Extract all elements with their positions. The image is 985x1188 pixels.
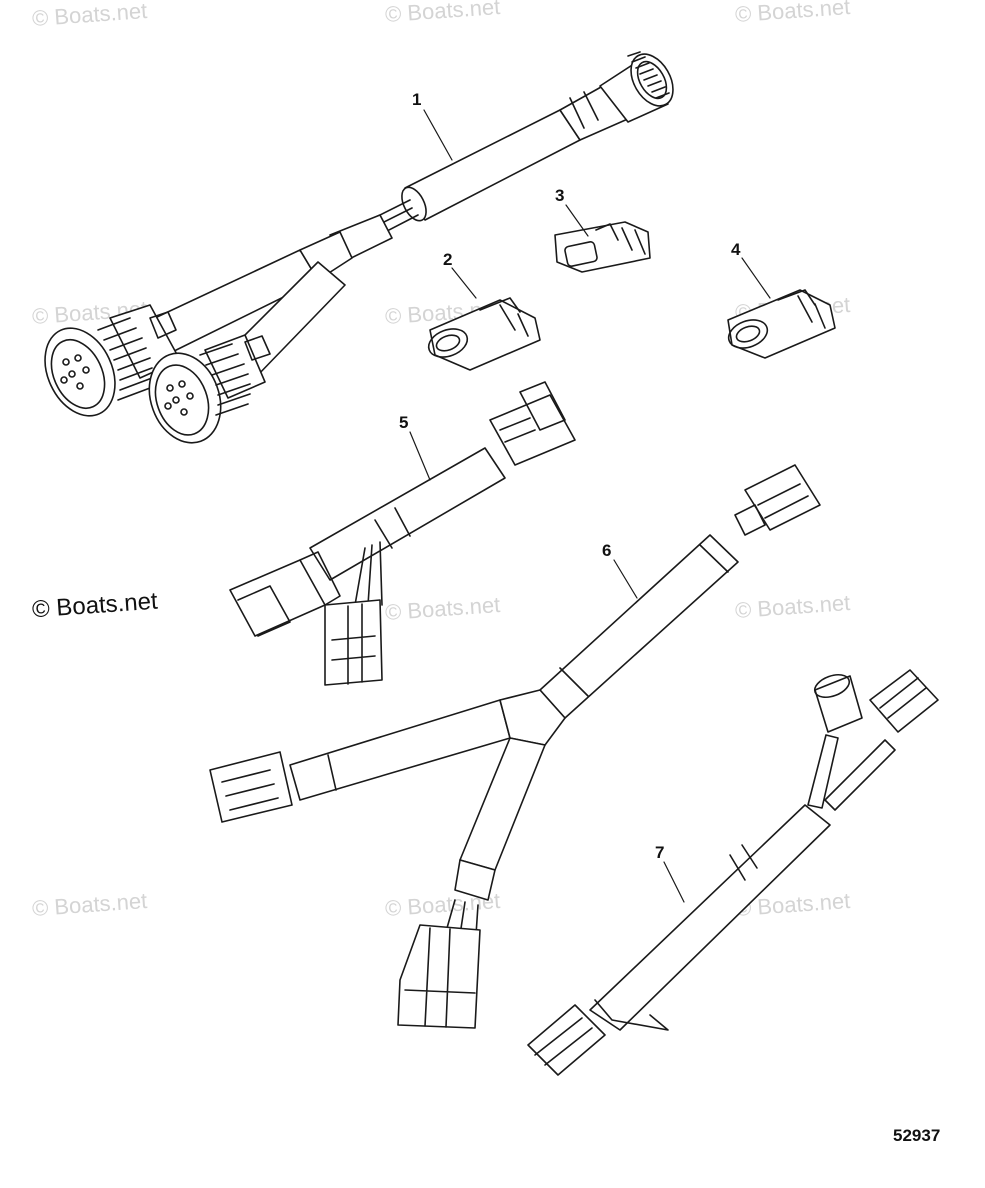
callout-1: 1	[412, 90, 422, 109]
leader-line-2	[451, 267, 477, 299]
part-7-harness	[527, 669, 939, 1076]
part-3-connector	[554, 221, 651, 273]
callout-5: 5	[399, 413, 409, 432]
callout-2: 2	[443, 250, 453, 269]
callout-7: 7	[655, 843, 665, 862]
callout-4: 4	[731, 240, 741, 259]
part-6-harness	[209, 464, 821, 1029]
leader-line-5	[409, 431, 431, 481]
callout-6: 6	[602, 541, 612, 560]
leader-line-4	[741, 257, 771, 299]
part-1-y-harness	[44, 51, 674, 444]
leader-lines	[409, 109, 771, 903]
part-4-connector	[727, 289, 836, 359]
figure-number: 52937	[893, 1126, 941, 1145]
leader-line-3	[565, 204, 589, 237]
leader-line-1	[423, 109, 453, 161]
leader-line-6	[613, 559, 638, 599]
part-2-connector	[427, 297, 541, 371]
part-5-harness	[229, 381, 576, 686]
leader-line-7	[663, 861, 685, 903]
callout-3: 3	[555, 186, 565, 205]
